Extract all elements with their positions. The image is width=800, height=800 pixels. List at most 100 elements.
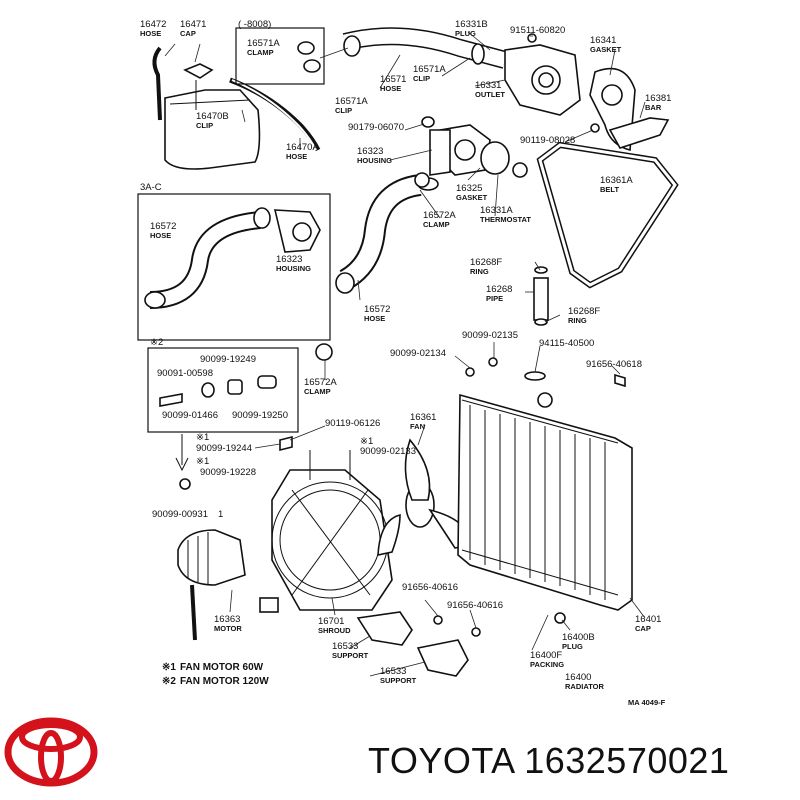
part-code-label: 16400F [530, 650, 562, 661]
part-code-label: 90099-19244 [196, 443, 252, 454]
part-code-label: 90099-02133 [360, 446, 416, 457]
part-code-label: ※1 [360, 436, 373, 447]
part-description-label: CAP [180, 29, 196, 38]
part-description-label: HOSE [140, 29, 161, 38]
part-description-label: PLUG [562, 642, 583, 651]
part-code-label: 16323 [276, 254, 302, 265]
part-code-label: 16268F [568, 306, 600, 317]
part-code-label: 94115-40500 [539, 338, 594, 349]
part-code-label: 16341 [590, 35, 616, 46]
part-code-label: 16572A [304, 377, 337, 388]
part-description-label: HOSE [364, 314, 385, 323]
part-code-label: ※1 [196, 432, 209, 443]
part-description-label: PACKING [530, 660, 564, 669]
part-description-label: CLAMP [247, 48, 274, 57]
part-code-label: 16363 [214, 614, 240, 625]
part-code-label: 16470A [286, 142, 319, 153]
pipe-16268 [533, 266, 549, 326]
part-code-label: 16472 [140, 19, 166, 30]
part-code-label: 16325 [456, 183, 482, 194]
part-code-label: 16533 [332, 641, 358, 652]
part-description-label: PIPE [486, 294, 503, 303]
part-code-label: 16268 [486, 284, 512, 295]
water-outlet [504, 33, 581, 116]
variant-fan-120w-box [147, 347, 299, 433]
detail-arrow [175, 434, 189, 472]
part-code-label: 90119-08028 [520, 135, 575, 146]
part-description-label: RADIATOR [565, 682, 604, 691]
part-code-label: 90099-02134 [390, 348, 446, 359]
clamp-detail-box [235, 27, 325, 85]
part-code-label: 16401 [635, 614, 661, 625]
part-description-label: RING [568, 316, 587, 325]
part-code-label: 90179-06070 [348, 122, 404, 133]
part-code-label: 16400 [565, 672, 591, 683]
part-description-label: GASKET [590, 45, 622, 54]
part-code-label: 91511-60820 [510, 25, 565, 36]
part-description-label: BELT [600, 185, 619, 194]
upper-hose [342, 27, 508, 69]
part-description-label: GASKET [456, 193, 488, 202]
part-code-label: MA 4049-F [628, 698, 666, 707]
thermostat-housing [429, 124, 528, 178]
fan-motor [177, 529, 279, 641]
part-description-label: HOSE [150, 231, 171, 240]
adjusting-bar [608, 117, 670, 149]
variant-3a-c-box [137, 193, 331, 341]
part-code-label: 3A-C [140, 182, 162, 193]
shroud-supports [356, 611, 469, 677]
part-code-label: 16381 [645, 93, 671, 104]
part-code-label: 16533 [380, 666, 406, 677]
part-description-label: FAN [410, 422, 425, 431]
part-description-label: PLUG [455, 29, 476, 38]
part-code-label: 16572A [423, 210, 456, 221]
part-code-label: 16572 [150, 221, 176, 232]
part-description-label: THERMOSTAT [480, 215, 531, 224]
part-description-label: HOSE [286, 152, 307, 161]
part-code-label: 90099-19228 [200, 467, 256, 478]
part-code-label: 90099-01466 [162, 410, 218, 421]
part-code-label: 90099-19249 [200, 354, 256, 365]
part-code-label: 91656-40616 [447, 600, 503, 611]
brand-name: TOYOTA [368, 740, 514, 781]
part-code-label: 16331B [455, 19, 488, 30]
part-code-label: 16571A [247, 38, 280, 49]
part-code-label: ( -8008) [238, 19, 271, 30]
part-description-label: BAR [645, 103, 662, 112]
part-code-label: 91656-40618 [586, 359, 642, 370]
leader-lines [164, 31, 646, 677]
part-description-label: HOUSING [276, 264, 311, 273]
part-code-label: 16361 [410, 412, 436, 423]
part-code-label: 1 [218, 509, 223, 520]
part-code-label: 16361A [600, 175, 633, 186]
part-code-label: 16571 [380, 74, 406, 85]
variant-fan-120w-parts [159, 375, 277, 407]
part-code-label: 16571A [335, 96, 368, 107]
part-code-label: 16323 [357, 146, 383, 157]
part-description-label: CLAMP [304, 387, 331, 396]
drive-belt [536, 141, 679, 289]
part-description-label: CLIP [413, 74, 430, 83]
part-code-label: 16471 [180, 19, 206, 30]
fan-shroud [271, 450, 393, 611]
part-code-label: 90099-02135 [462, 330, 518, 341]
part-description-label: HOUSING [357, 156, 392, 165]
part-code-label: 90099-00931 [152, 509, 208, 520]
clamp-icon [297, 41, 321, 73]
part-code-label: 90119-06126 [325, 418, 380, 429]
part-description-label: SUPPORT [380, 676, 417, 685]
part-description-label: OUTLET [475, 90, 505, 99]
part-description-label: SHROUD [318, 626, 351, 635]
part-description-label: HOSE [380, 84, 401, 93]
part-code-label: 16701 [318, 616, 344, 627]
part-code-label: 16268F [470, 257, 502, 268]
part-code-label: 16331A [480, 205, 513, 216]
reservoir-tank [152, 46, 321, 170]
part-description-label: CLAMP [423, 220, 450, 229]
part-code-label: 91656-40616 [402, 582, 458, 593]
